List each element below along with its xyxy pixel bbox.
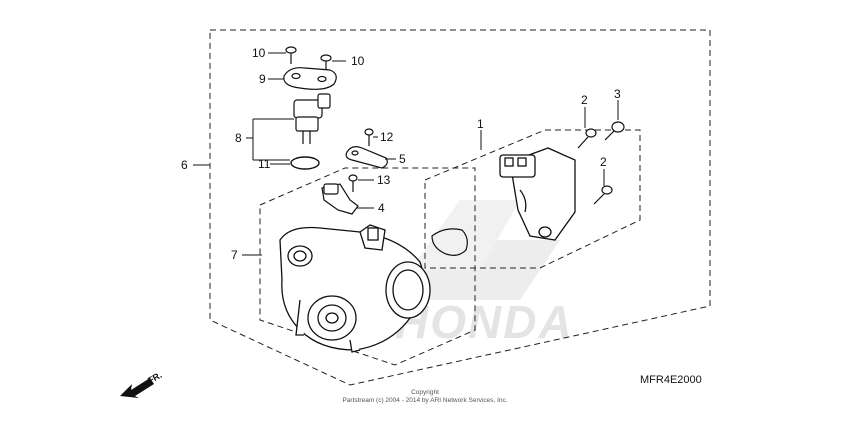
seal-ring — [431, 228, 468, 256]
callout-9: 9 — [259, 72, 266, 86]
sensor-8 — [293, 93, 331, 144]
callout-3: 3 — [614, 87, 621, 101]
assembly-boundary-6 — [209, 29, 711, 386]
bolt-2-upper — [577, 128, 597, 149]
callout-11: 11 — [258, 157, 271, 171]
callout-4: 4 — [378, 201, 385, 215]
screw-10-right — [320, 54, 332, 70]
sensor-unit-1 — [499, 147, 576, 241]
bolt-2-lower — [593, 185, 613, 205]
front-direction-arrow: FR. — [120, 370, 164, 398]
callout-12: 12 — [380, 130, 394, 144]
callout-10b: 10 — [351, 54, 365, 68]
assembly-boundary-1 — [424, 129, 641, 269]
diagram-code: MFR4E2000 — [640, 374, 702, 386]
leader-lines — [193, 52, 619, 256]
front-direction-label: FR. — [146, 370, 164, 386]
bracket-5 — [345, 146, 388, 169]
callout-13: 13 — [377, 173, 391, 187]
throttle-body-7 — [279, 224, 431, 353]
callout-1: 1 — [477, 117, 484, 131]
screw-10-left — [285, 46, 297, 64]
callout-2-lower: 2 — [600, 155, 607, 169]
bolt-3 — [604, 121, 625, 141]
sensor-4 — [321, 183, 359, 215]
callout-8: 8 — [235, 131, 242, 145]
callout-6: 6 — [181, 158, 188, 172]
copyright-line-2: Partstream (c) 2004 - 2014 by ARI Networ… — [342, 397, 507, 404]
callout-10a: 10 — [252, 46, 266, 60]
plate-9 — [283, 67, 337, 90]
callout-7: 7 — [231, 248, 238, 262]
bolt-12 — [364, 128, 374, 146]
callout-5: 5 — [399, 152, 406, 166]
callout-2-upper: 2 — [581, 93, 588, 107]
honda-watermark: HONDA — [395, 200, 572, 348]
o-ring-11 — [290, 156, 320, 170]
copyright-line-1: Copyright — [411, 389, 439, 396]
assembly-boundary-7 — [259, 167, 476, 366]
screw-13 — [348, 174, 358, 192]
